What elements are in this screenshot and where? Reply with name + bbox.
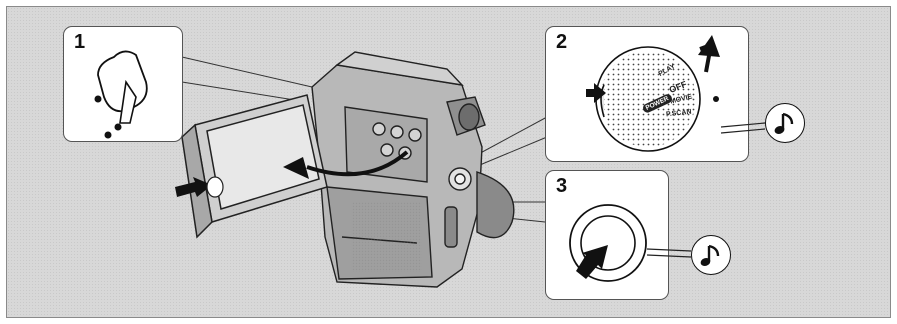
beep-icon-button (691, 235, 731, 275)
music-note-icon (766, 104, 806, 144)
beep-indicators (7, 7, 892, 319)
illustration-frame: 1 2 POWER PLAY OFF MOVI (6, 6, 891, 318)
beep-icon-dial (765, 103, 805, 143)
music-note-icon (692, 236, 732, 276)
